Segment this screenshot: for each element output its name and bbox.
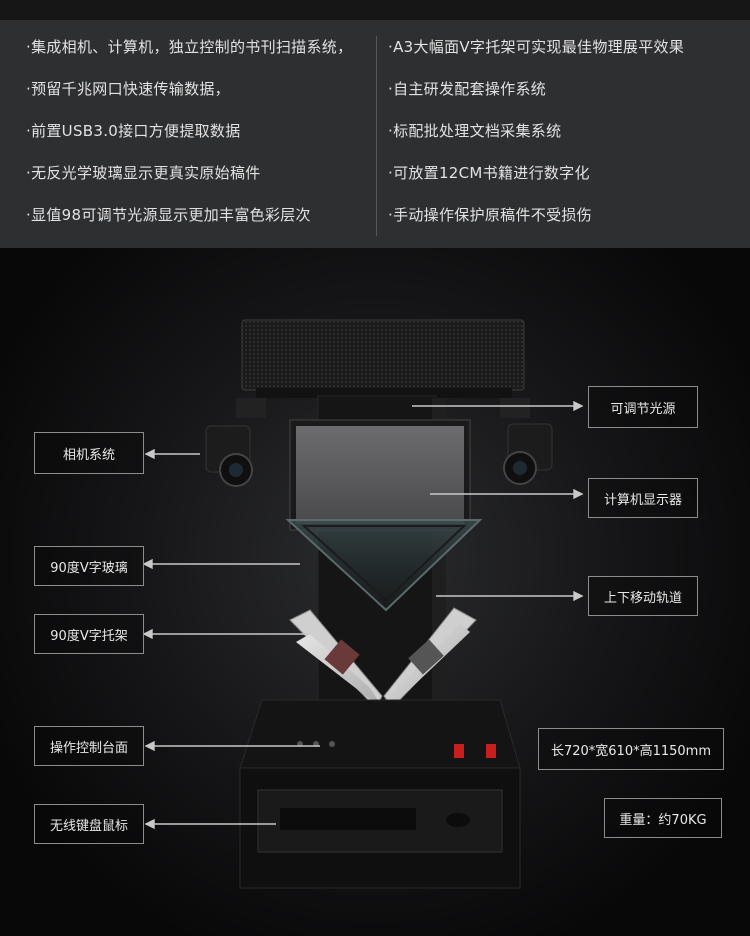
light-head xyxy=(241,319,525,398)
feature-right-5: ·手动操作保护原稿件不受损伤 xyxy=(388,206,592,224)
feature-right-1: ·A3大幅面V字托架可实现最佳物理展平效果 xyxy=(388,38,685,56)
feature-divider xyxy=(376,36,377,236)
feature-right-3: ·标配批处理文档采集系统 xyxy=(388,122,562,140)
label-weight: 重量：约70KG xyxy=(604,798,722,838)
label-keyboard-mouse: 无线键盘鼠标 xyxy=(34,804,144,844)
label-v-bracket: 90度V字托架 xyxy=(34,614,144,654)
feature-left-4: ·无反光学玻璃显示更真实原始稿件 xyxy=(26,164,261,182)
feature-left-5: ·显值98可调节光源显示更加丰富色彩层次 xyxy=(26,206,311,224)
book-scanner-illustration xyxy=(142,319,584,889)
pointer-lines xyxy=(142,400,584,830)
label-monitor: 计算机显示器 xyxy=(588,478,698,518)
label-control-panel: 操作控制台面 xyxy=(34,726,144,766)
feature-right-4: ·可放置12CM书籍进行数字化 xyxy=(388,164,590,182)
label-dimensions: 长720*宽610*高1150mm xyxy=(538,728,724,770)
feature-left-2: ·预留千兆网口快速传输数据， xyxy=(26,80,230,98)
label-rail: 上下移动轨道 xyxy=(588,576,698,616)
base-cabinet xyxy=(239,699,521,889)
camera-right xyxy=(500,398,553,485)
feature-left-3: ·前置USB3.0接口方便提取数据 xyxy=(26,122,241,140)
feature-panel: ·集成相机、计算机，独立控制的书刊扫描系统， ·预留千兆网口快速传输数据， ·前… xyxy=(0,20,750,248)
label-v-glass: 90度V字玻璃 xyxy=(34,546,144,586)
top-strip xyxy=(0,0,750,20)
label-camera-system: 相机系统 xyxy=(34,432,144,474)
v-glass xyxy=(285,519,483,612)
camera-left xyxy=(205,398,266,487)
feature-right-2: ·自主研发配套操作系统 xyxy=(388,80,547,98)
label-light-source: 可调节光源 xyxy=(588,386,698,428)
monitor xyxy=(289,419,471,531)
feature-left-1: ·集成相机、计算机，独立控制的书刊扫描系统， xyxy=(26,38,353,56)
